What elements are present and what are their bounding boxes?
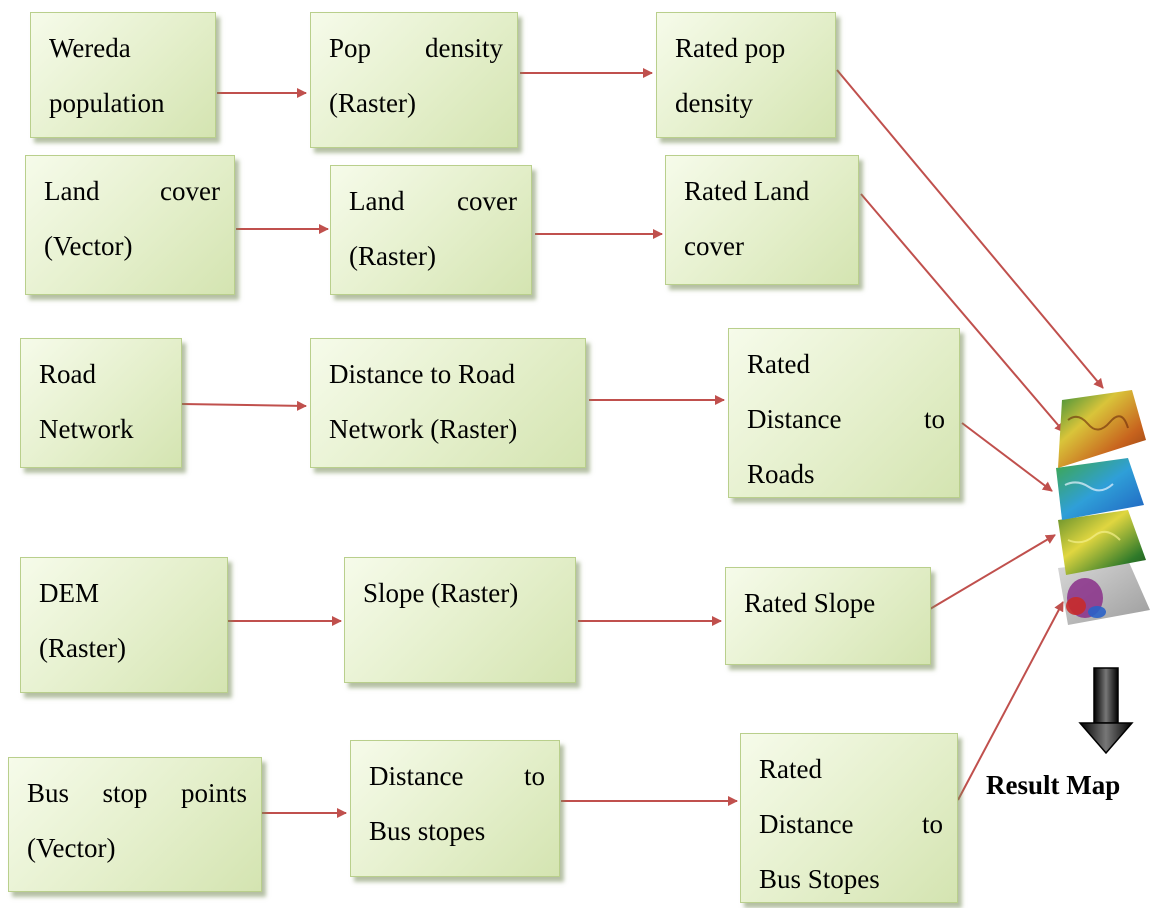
box-text-line: Road [39,359,96,389]
box-text-line: Rated [759,754,822,784]
box-rated-land-cover: Rated Land cover [665,155,859,285]
arrow-rated-slope-to-result [929,534,1056,610]
box-text-line: Network (Raster) [329,414,518,444]
box-text-word: Bus [27,778,70,808]
box-text-word: Land [349,186,405,216]
box-land-cover-raster: Land cover (Raster) [330,165,532,295]
box-text-line: Rated Land [684,176,810,206]
box-text-word: to [921,809,943,839]
box-text-line: Land cover [349,174,517,229]
box-text-word: Pop [329,33,372,63]
box-text-line: Land cover [44,164,220,219]
box-text-line: Slope (Raster) [363,578,519,608]
box-land-cover-vector: Land cover (Vector) [25,155,235,295]
box-text-line: Distance to [369,749,545,804]
box-text-word: points [180,778,247,808]
box-text-line: DEM [39,578,99,608]
box-slope-raster: Slope (Raster) [344,557,576,683]
arrow-rated-landcover-to-result [860,193,1065,433]
box-rated-slope: Rated Slope [725,567,931,665]
box-text-line: (Raster) [329,88,416,118]
arrow-rated-busstops-to-result [957,601,1064,801]
box-text-line: (Vector) [27,833,116,863]
box-text-line: Distance to [759,797,943,852]
box-text-line: Rated [747,349,810,379]
box-text-line: density [675,88,753,118]
down-arrow-icon [1078,667,1134,755]
box-text-word: to [923,404,945,434]
box-text-word: Distance [369,761,464,791]
box-text-line: Distance to Road [329,359,515,389]
box-bus-stop-points: Bus stop points (Vector) [8,757,262,892]
box-text-word: density [425,33,503,63]
box-text-line: population [49,88,165,118]
arrow-rated-pop-to-result [836,69,1104,389]
box-text-line: Pop density [329,21,503,76]
box-text-line: (Vector) [44,231,133,261]
box-text-word: cover [457,186,517,216]
box-text-line: (Raster) [349,241,436,271]
box-text-word: Land [44,176,100,206]
box-text-word: Distance [747,404,842,434]
box-text-line: Network [39,414,134,444]
box-pop-density-raster: Pop density (Raster) [310,12,518,148]
box-text-word: to [523,761,545,791]
box-text-line: Bus stopes [369,816,486,846]
box-text-word: cover [160,176,220,206]
box-text-line: Distance to [747,392,945,447]
box-text-line: Rated Slope [744,588,876,618]
box-text-line: Bus Stopes [759,864,880,894]
box-text-line: Bus stop points [27,766,247,821]
box-text-word: Distance [759,809,854,839]
box-rated-pop-density: Rated pop density [656,12,836,138]
arrow-rated-roads-to-result [961,422,1053,492]
arrow-row3-a [181,400,307,411]
box-dem-raster: DEM (Raster) [20,557,228,693]
box-text-word: stop [102,778,148,808]
result-map-label: Result Map [986,770,1121,800]
box-wereda-population: Wereda population [30,12,216,138]
layered-raster-maps-icon [1056,390,1150,625]
box-text-line: Rated pop [675,33,786,63]
box-text-line: Wereda [49,33,131,63]
box-text-line: Roads [747,459,815,489]
box-text-line: (Raster) [39,633,126,663]
box-text-line: cover [684,231,744,261]
